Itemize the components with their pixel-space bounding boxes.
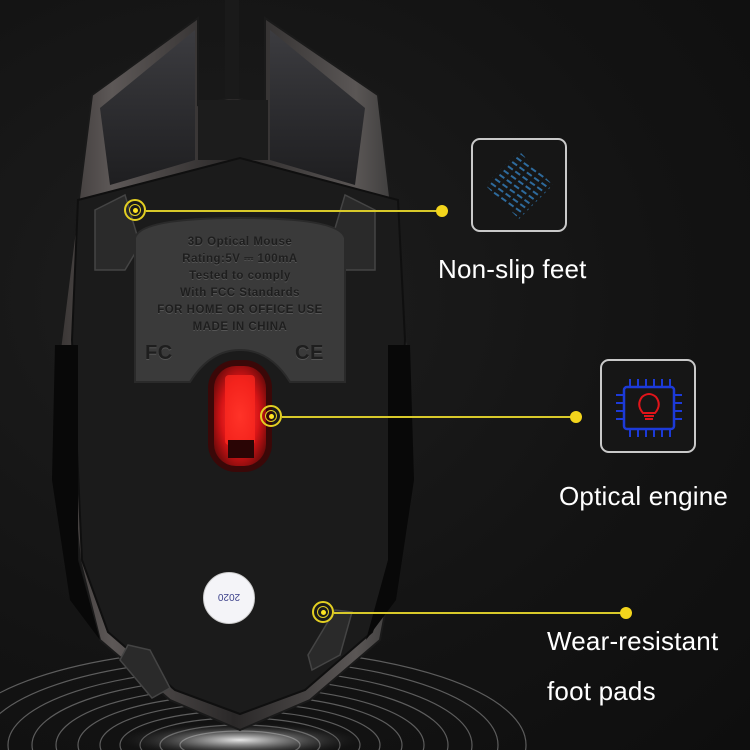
foot-bottom-right xyxy=(307,609,353,672)
embossed-line-4: With FCC Standards xyxy=(179,287,301,299)
optical-icon-box xyxy=(600,359,696,453)
chip-lightbulb-icon xyxy=(616,379,682,437)
cable xyxy=(225,0,239,100)
embossed-line-5: FOR HOME OR OFFICE USE xyxy=(157,304,323,316)
callout-line-footpads xyxy=(334,612,624,614)
callout-target-optical xyxy=(260,405,282,427)
callout-target-nonslip xyxy=(124,199,146,221)
foot-bottom-left xyxy=(119,644,172,699)
embossed-line-3: Tested to comply xyxy=(189,270,291,282)
sticker-year: 2020 xyxy=(217,591,241,602)
label-nonslip-feet: Non-slip feet xyxy=(438,254,587,284)
label-plate xyxy=(134,216,346,383)
callout-dot-optical xyxy=(570,411,582,423)
callout-dot-footpads xyxy=(620,607,632,619)
embossed-line-6: MADE IN CHINA xyxy=(192,321,288,333)
callout-line-optical xyxy=(282,416,576,418)
ce-mark: CE xyxy=(295,342,324,364)
nonslip-icon-box xyxy=(471,138,567,232)
embossed-line-2: Rating:5V ⎓ 100mA xyxy=(182,253,298,265)
callout-line-nonslip xyxy=(146,210,440,212)
embossed-line-1: 3D Optical Mouse xyxy=(187,236,293,248)
label-foot-pads: foot pads xyxy=(547,676,656,706)
fcc-mark: FC xyxy=(145,342,173,364)
date-code-sticker: 2020 xyxy=(203,572,255,624)
label-optical-engine: Optical engine xyxy=(559,481,729,511)
diagonal-hatch-texture-icon xyxy=(485,151,553,219)
callout-target-footpads xyxy=(312,601,334,623)
callout-dot-nonslip xyxy=(436,205,448,217)
label-wear-resistant: Wear-resistant xyxy=(547,626,719,656)
